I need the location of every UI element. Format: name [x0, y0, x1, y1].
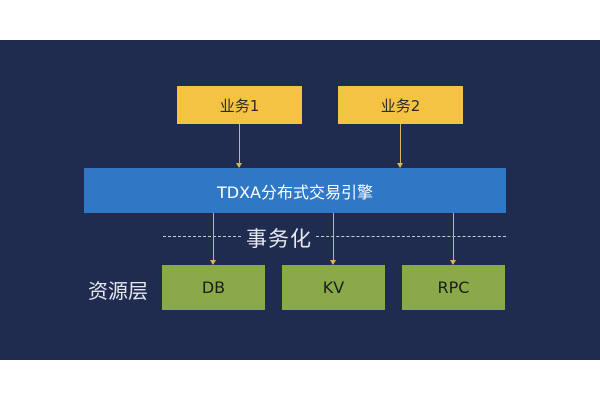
- dashed-line-right: [316, 236, 506, 237]
- dashed-line-left: [163, 236, 241, 237]
- engine-box: TDXA分布式交易引擎: [84, 168, 506, 213]
- arrow-engine-to-db: [210, 213, 216, 265]
- resource-rpc-label: RPC: [437, 278, 470, 297]
- architecture-diagram: 业务1 业务2 TDXA分布式交易引擎 事务化 资源层 DB KV RPC: [0, 40, 600, 360]
- transaction-label: 事务化: [246, 227, 312, 251]
- business-box-2-label: 业务2: [380, 96, 421, 115]
- arrow-business-2-to-engine: [397, 124, 403, 168]
- arrow-business-1-to-engine: [236, 124, 242, 168]
- arrow-engine-to-rpc: [450, 213, 456, 265]
- resource-box-kv: KV: [282, 265, 385, 310]
- resource-kv-label: KV: [322, 278, 345, 297]
- resource-layer-label: 资源层: [88, 279, 148, 303]
- resource-box-rpc: RPC: [402, 265, 505, 310]
- engine-label: TDXA分布式交易引擎: [216, 182, 373, 202]
- business-box-1-label: 业务1: [219, 96, 260, 115]
- arrow-engine-to-kv: [330, 213, 336, 265]
- business-box-2: 业务2: [338, 86, 463, 124]
- resource-db-label: DB: [201, 278, 226, 297]
- business-box-1: 业务1: [177, 86, 302, 124]
- resource-box-db: DB: [162, 265, 265, 310]
